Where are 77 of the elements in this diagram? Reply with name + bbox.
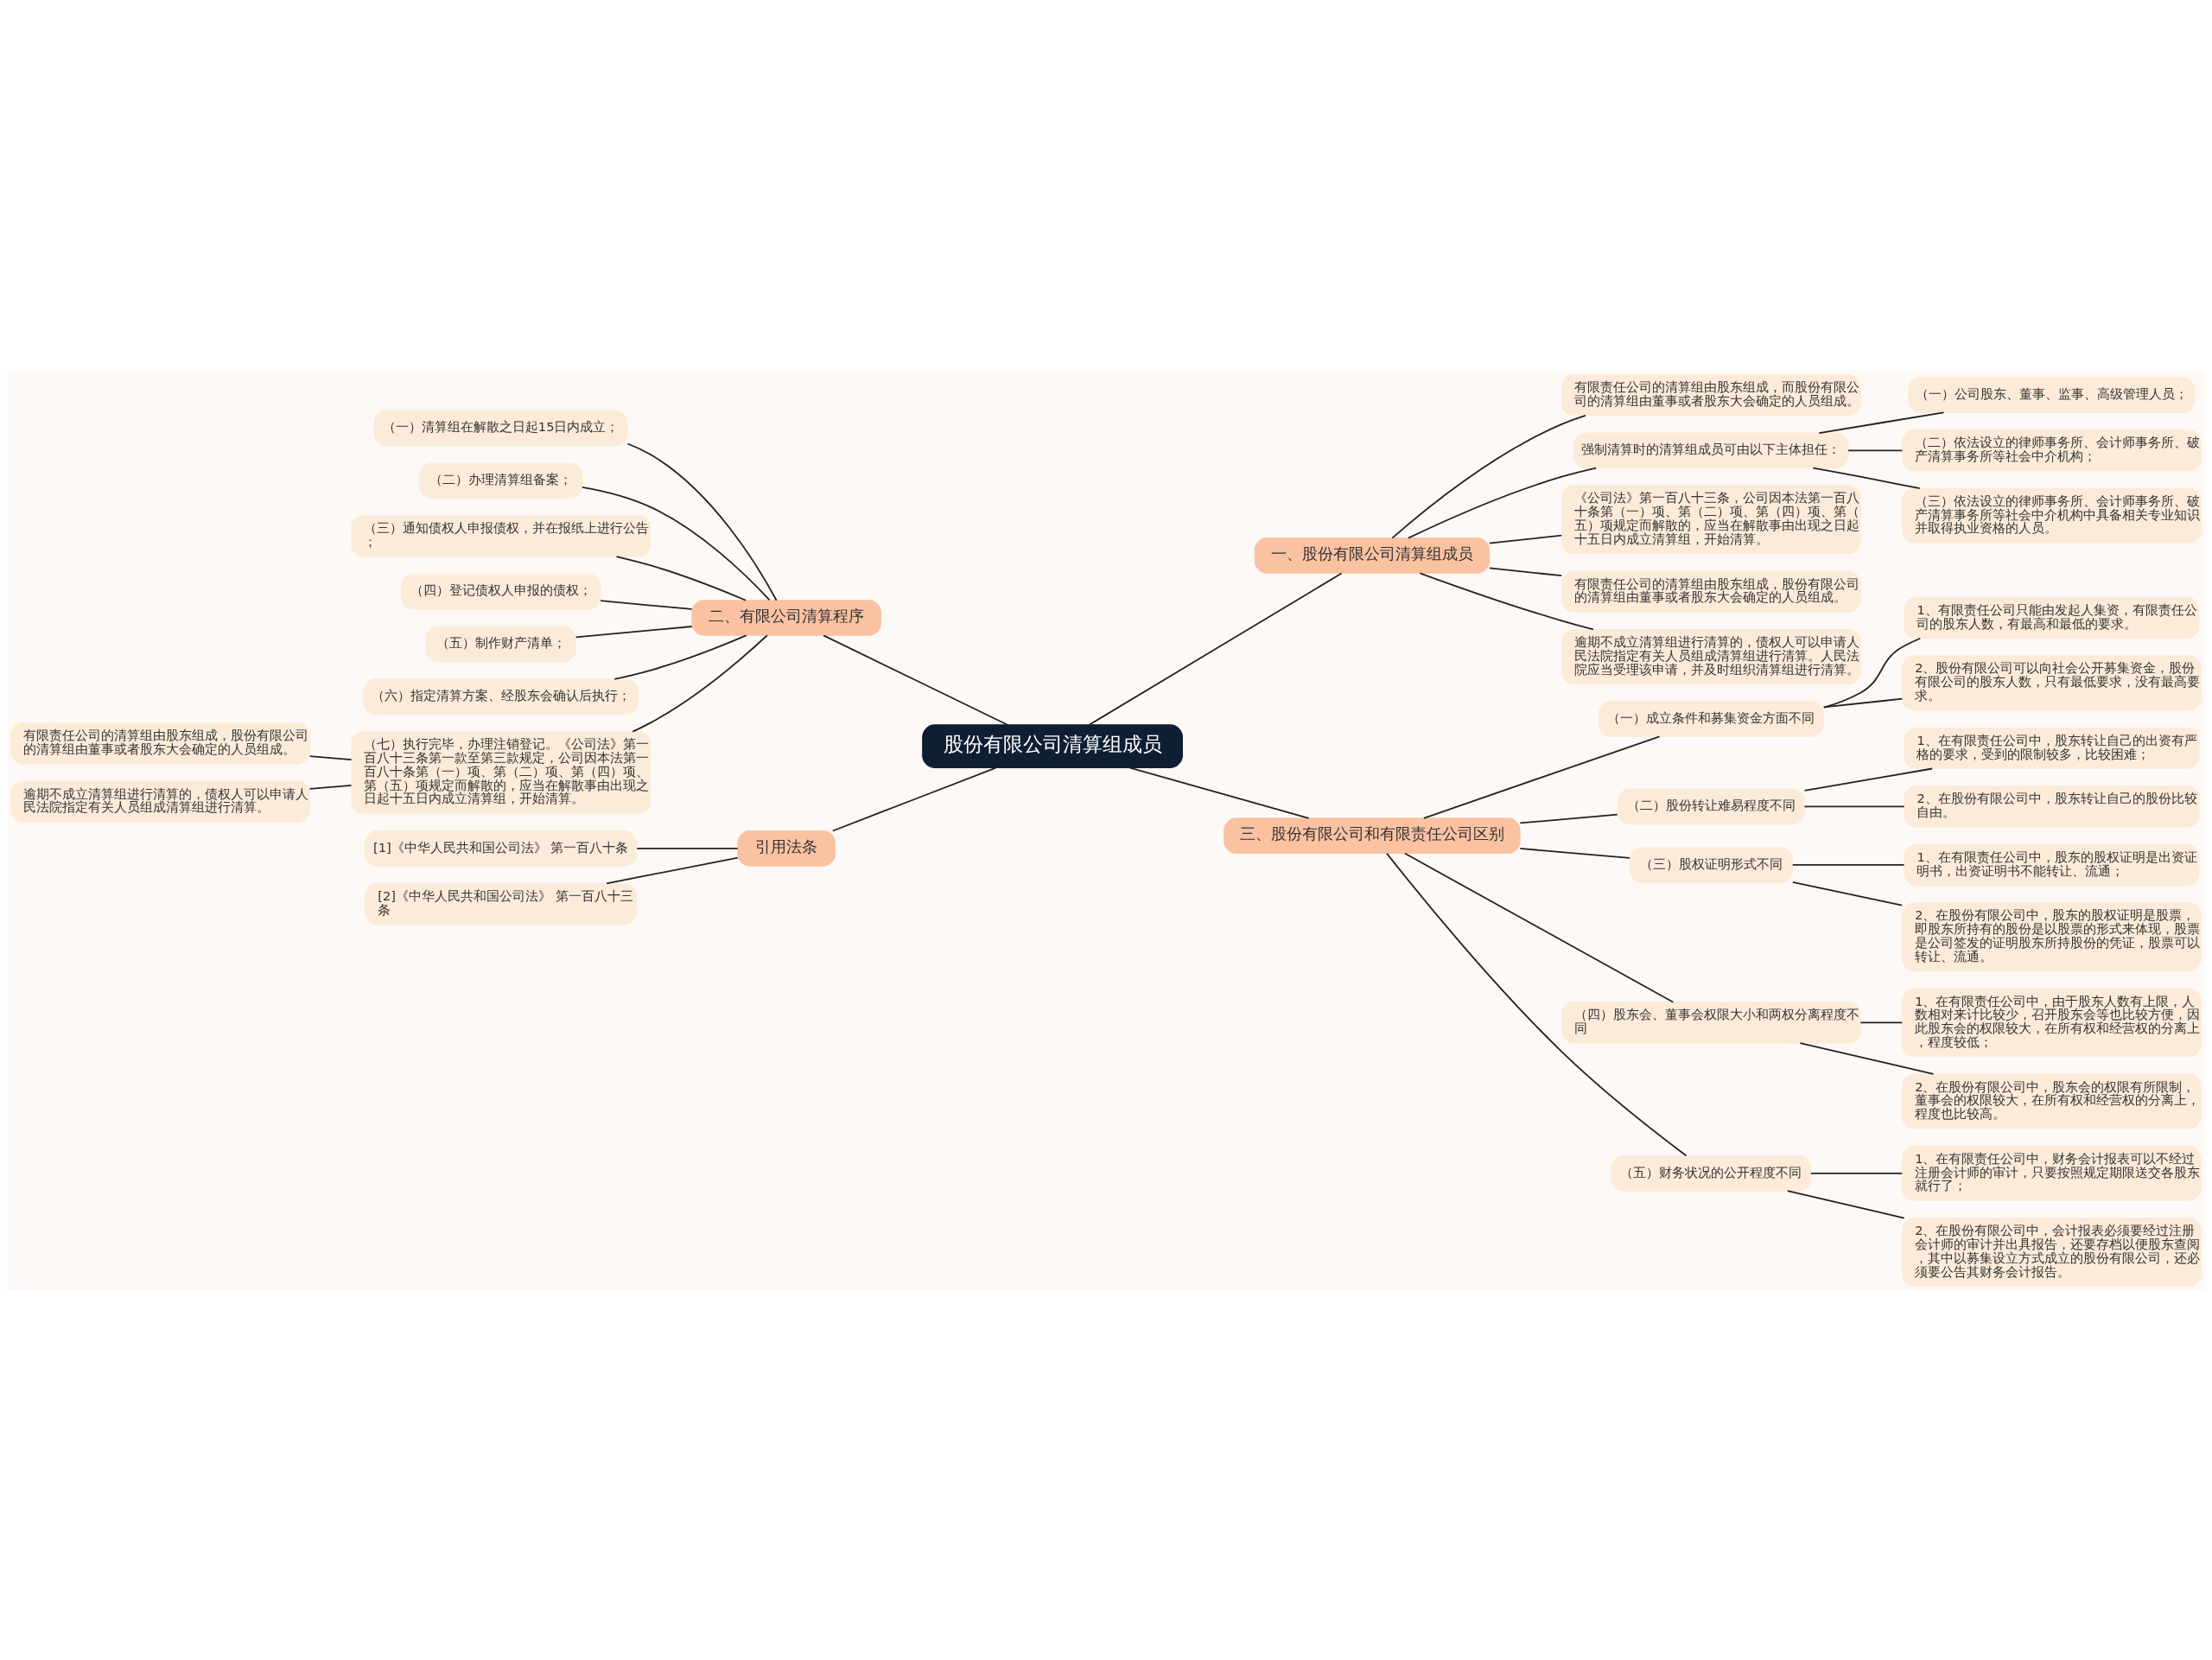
connector	[1791, 881, 1904, 906]
node-box: （二）办理清算组备案；	[419, 461, 583, 499]
connector	[1791, 863, 1905, 866]
node-box: （一）成立条件和募集资金方面不同	[1598, 700, 1824, 737]
connector	[1787, 1189, 1905, 1219]
node-box: 有限责任公司的清算组由股东组成，股份有限公司的清算组由董事或者股东大会确定的人员组成。	[1560, 569, 1861, 613]
connector	[1088, 572, 1343, 726]
connector	[1818, 411, 1945, 434]
connector	[613, 633, 747, 680]
node-box: 1、在有限责任公司中，股东转让自己的出资有严格的要求，受到的限制较多，比较困难；	[1904, 727, 2200, 769]
node-box: 逾期不成立清算组进行清算的，债权人可以申请人民法院指定有关人员组成清算组进行清算。	[10, 780, 310, 823]
node-box: 有限责任公司的清算组由股东组成，而股份有限公司的清算组由董事或者股东大会确定的人员组成。	[1560, 373, 1861, 416]
node-box: （四）股东会、董事会权限大小和两权分离程度不同	[1560, 1001, 1861, 1044]
connector	[1386, 852, 1688, 1156]
node-box: 引用法条	[737, 830, 836, 867]
node-box: 2、在股份有限公司中，股东转让自己的股份比较自由。	[1904, 785, 2200, 828]
node-box: （二）股份转让难易程度不同	[1617, 788, 1805, 824]
connector	[1809, 1172, 1904, 1174]
connector	[1419, 571, 1594, 630]
connector	[1519, 847, 1630, 859]
node-box: [2]《中华人民共和国公司法》 第一百八十三条	[365, 882, 638, 925]
node-box: 2、在股份有限公司中，会计报表必须要经过注册会计师的审计并出具报告，还要存档以便股东查阅，其中以募集设立方式成立的股份有限公司，还必须要公告其财务会计报告。	[1902, 1217, 2202, 1287]
node-box: 2、在股份有限公司中，股东会的权限有所限制，董事会的权限较大，在所有权和经营权的分离上，程度也比较高。	[1902, 1072, 2202, 1129]
connector	[1822, 637, 1922, 709]
connector	[581, 486, 771, 601]
connector	[615, 555, 747, 601]
node-box: （五）制作财产清单；	[425, 626, 576, 662]
node-box: 1、在有限责任公司中，由于股东人数有上限，人数相对来计比较少，召开股东会等也比较方便，因此股东会的权限较大，在所有权和经营权的分离上，程度较低；	[1902, 987, 2202, 1057]
connector	[1812, 467, 1921, 489]
node-box: （一）清算组在解散之日起15日内成立；	[373, 410, 628, 446]
connector	[1403, 852, 1675, 1003]
connector	[606, 856, 739, 884]
node-box: 一、股份有限公司清算组成员	[1254, 537, 1491, 574]
connector	[823, 633, 1008, 726]
node-box: （六）指定清算方案、经股东会确认后执行；	[363, 677, 639, 715]
node-box: 有限责任公司的清算组由股东组成，股份有限公司的清算组由董事或者股东大会确定的人员组成。	[10, 722, 310, 764]
connector	[1859, 1021, 1904, 1023]
node-box: 股份有限公司清算组成员	[922, 723, 1183, 768]
node-box: 1、在有限责任公司中，财务会计报表可以不经过注册会计师的审计，只要按照规定期限送交各股东就行了；	[1902, 1145, 2202, 1201]
node-box: 《公司法》第一百八十三条，公司因本法第一百八十条第（一）项、第（二）项、第（四）项、第（五）项规定而解散的，应当在解散事由出现之日起十五日内成立清算组，开始清算。	[1560, 484, 1861, 554]
node-box: （五）财务状况的公开程度不同	[1611, 1154, 1812, 1192]
connector	[1799, 1041, 1935, 1075]
node-box: （一）公司股东、董事、监事、高级管理人员；	[1908, 376, 2196, 413]
connector	[1847, 448, 1904, 451]
connector	[626, 442, 778, 601]
node-box: （三）依法设立的律师事务所、会计师事务所、破产清算事务所等社会中介机构中具备相关专业知识并取得执业资格的人员。	[1902, 487, 2202, 544]
node-box: 二、有限公司清算程序	[691, 599, 881, 636]
connector	[1803, 767, 1934, 792]
connector	[1488, 534, 1563, 544]
connector	[1423, 735, 1661, 819]
connector	[1519, 813, 1618, 824]
connector	[831, 766, 997, 831]
node-box: [1]《中华人民共和国公司法》 第一百八十条	[365, 830, 638, 867]
connector	[1488, 566, 1563, 576]
connector	[632, 633, 768, 732]
node-box: （四）登记债权人申报的债权；	[400, 573, 601, 609]
connector	[1391, 414, 1586, 538]
connector	[1408, 467, 1598, 539]
connector	[575, 625, 693, 638]
node-box: （三）通知债权人申报债权，并在报纸上进行公告；	[351, 514, 652, 557]
node-box: 2、股份有限公司可以向社会公开募集资金，股份有限公司的股东人数，只有最低要求，没有最高要求。	[1902, 654, 2202, 710]
node-box: 1、在有限责任公司中，股东的股权证明是出资证明书，出资证明书不能转让、流通；	[1904, 843, 2200, 886]
connector	[636, 847, 739, 849]
node-box: （二）依法设立的律师事务所、会计师事务所、破产清算事务所等社会中介机构；	[1902, 429, 2202, 472]
node-box: 逾期不成立清算组进行清算的，债权人可以申请人民法院指定有关人员组成清算组进行清算。人民法院应当受理该申请，并及时组织清算组进行清算。	[1560, 628, 1861, 684]
node-box: 三、股份有限公司和有限责任公司区别	[1224, 817, 1521, 854]
node-box: 1、有限责任公司只能由发起人集资，有限责任公司的股东人数，有最高和最低的要求。	[1904, 596, 2200, 639]
connector	[1803, 805, 1905, 807]
node-box: 2、在股份有限公司中，股东的股权证明是股票，即股东所持有的股份是以股票的形式来体现，股票是公司签发的证明股东所持股份的凭证，股票可以转让、流通。	[1902, 901, 2202, 971]
connector	[1128, 766, 1310, 819]
node-box: （七）执行完毕，办理注销登记。《公司法》第一百八十三条第一款至第三款规定，公司因本法第一百八十条第（一）项、第（二）项、第（四）项、第（五）项规定而解散的，应当在解散事由出现之日起十五日内成立清算组，开始清算。	[351, 730, 652, 814]
connector	[308, 754, 353, 760]
connector	[1822, 697, 1904, 708]
connector	[308, 784, 353, 790]
node-box: 强制清算时的清算组成员可由以下主体担任：	[1573, 432, 1849, 468]
node-box: （三）股权证明形式不同	[1629, 846, 1793, 883]
connector	[600, 599, 693, 610]
